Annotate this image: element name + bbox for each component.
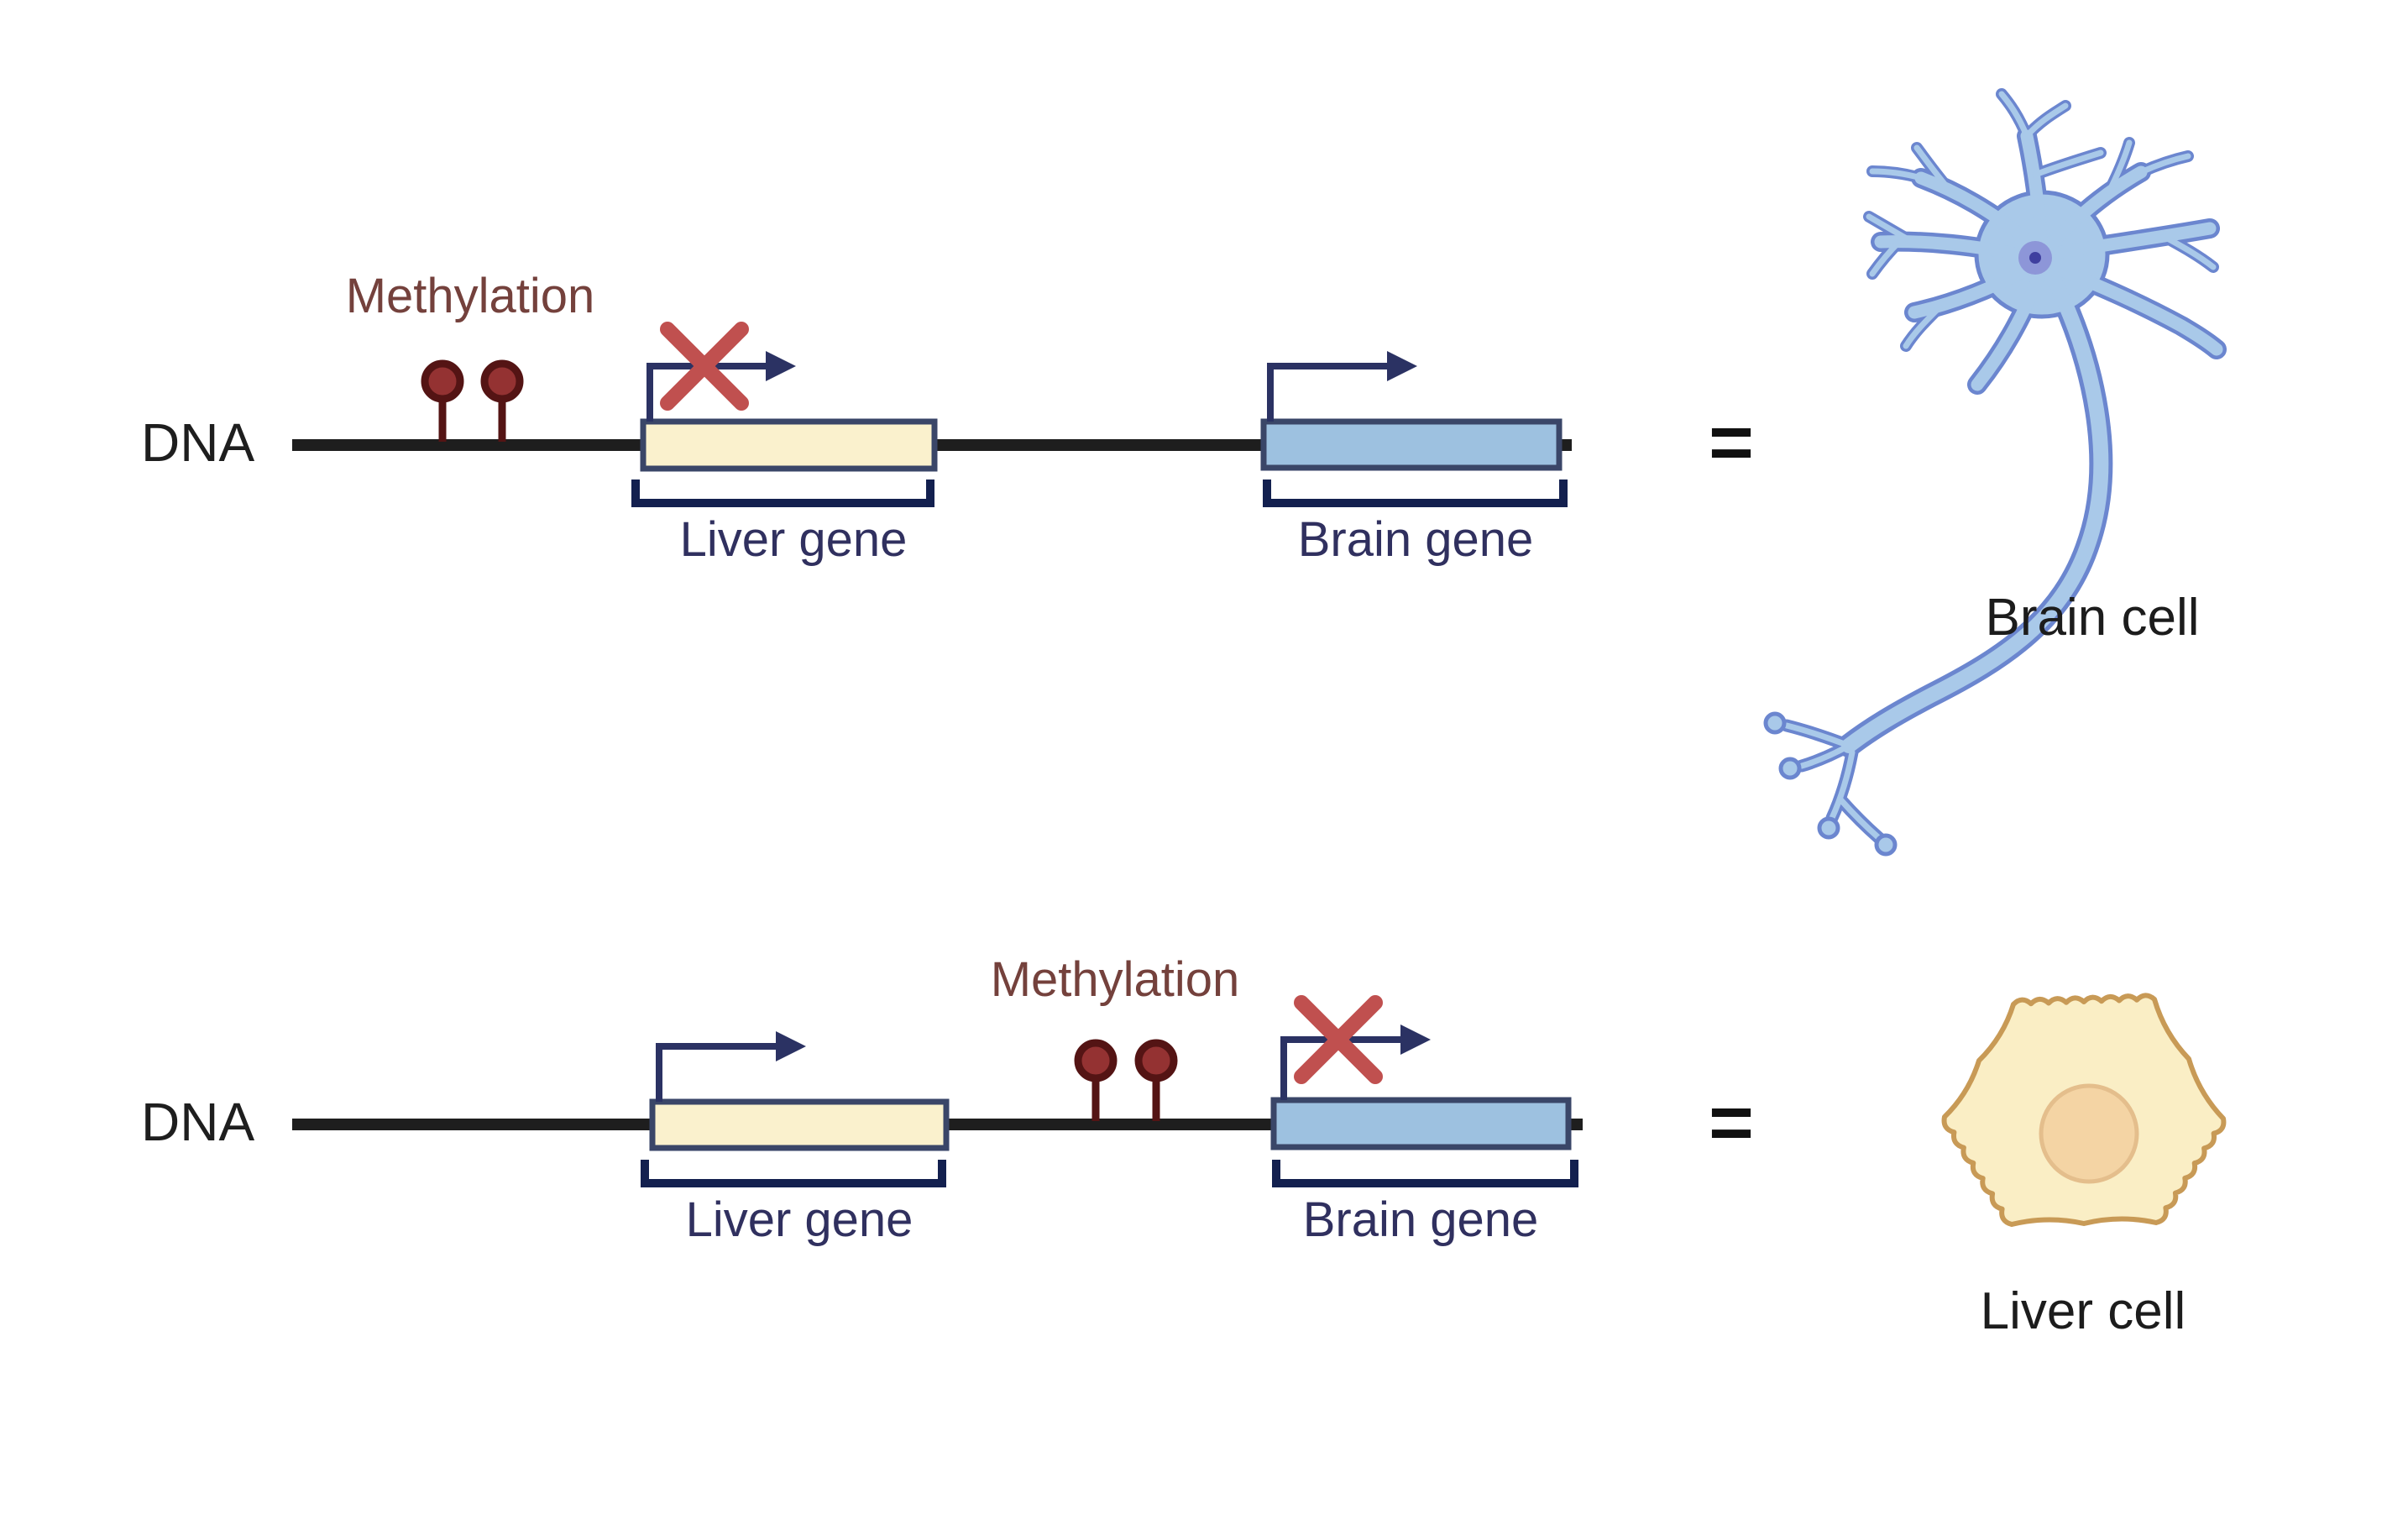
methyl-head xyxy=(480,359,524,403)
axon-terminal-bulb xyxy=(1763,711,1787,735)
methylation-mark-icon xyxy=(480,359,524,442)
promoter-arrow-line xyxy=(646,363,766,422)
methyl-head xyxy=(1074,1039,1118,1082)
equals-sign: = xyxy=(1709,1080,1754,1166)
dna-label: DNA xyxy=(141,1092,254,1152)
promoter-arrow-line xyxy=(1280,1036,1400,1100)
neuron-nucleolus xyxy=(2029,252,2041,264)
methylation-label: Methylation xyxy=(346,269,595,323)
promoter-arrow-blocked-icon xyxy=(646,322,796,422)
gene-bracket xyxy=(1272,1160,1578,1187)
blocked-cross-icon xyxy=(660,322,749,411)
promoter-arrow-icon xyxy=(656,1031,806,1102)
methylation-label: Methylation xyxy=(991,952,1240,1007)
brain-gene-label: Brain gene xyxy=(1298,512,1534,567)
brain-cell-label: Brain cell xyxy=(1986,589,2200,647)
neuron-axon xyxy=(1849,277,2101,746)
methylation-mark-icon xyxy=(1074,1039,1118,1121)
axon-terminal-bulb xyxy=(1778,757,1802,780)
promoter-arrow-icon xyxy=(1267,351,1417,422)
methylation-marks xyxy=(421,359,524,442)
methylation-mark-icon xyxy=(421,359,464,442)
methylation-marks xyxy=(1074,1039,1178,1121)
gene-bracket xyxy=(1263,480,1568,507)
gene-bracket xyxy=(641,1160,946,1187)
methyl-head xyxy=(421,359,464,403)
promoter-arrow-blocked-icon xyxy=(1280,995,1431,1100)
axon-terminal-bulb xyxy=(1874,833,1898,857)
promoter-arrow-line xyxy=(1267,363,1387,422)
row-liver-cell: Methylation DNA Liver gene xyxy=(141,952,2227,1340)
liver-cell-nucleus xyxy=(2039,1083,2139,1184)
promoter-arrowhead xyxy=(766,351,796,381)
liver-gene-box xyxy=(649,1098,950,1151)
blocked-cross-icon xyxy=(1294,995,1383,1084)
promoter-arrowhead xyxy=(1400,1025,1431,1055)
brain-gene-label: Brain gene xyxy=(1303,1192,1539,1247)
promoter-arrow-line xyxy=(656,1043,776,1102)
liver-gene-label: Liver gene xyxy=(680,512,908,567)
promoter-arrowhead xyxy=(1387,351,1417,381)
equals-sign: = xyxy=(1709,400,1754,485)
methyl-head xyxy=(1134,1039,1178,1082)
liver-gene-label: Liver gene xyxy=(686,1192,913,1247)
gene-bracket xyxy=(631,480,934,507)
promoter-arrowhead xyxy=(776,1031,806,1061)
brain-gene-box xyxy=(1260,418,1563,471)
liver-cell-label: Liver cell xyxy=(1981,1282,2186,1340)
row-brain-cell: Methylation DNA Liver gene xyxy=(141,94,2217,857)
brain-cell-illustration xyxy=(1763,94,2217,857)
brain-gene-box xyxy=(1270,1097,1572,1150)
liver-cell-illustration xyxy=(1941,993,2227,1227)
liver-gene-box xyxy=(640,418,938,472)
axon-terminal-bulb xyxy=(1817,816,1840,840)
dna-label: DNA xyxy=(141,412,254,473)
methylation-mark-icon xyxy=(1134,1039,1178,1121)
